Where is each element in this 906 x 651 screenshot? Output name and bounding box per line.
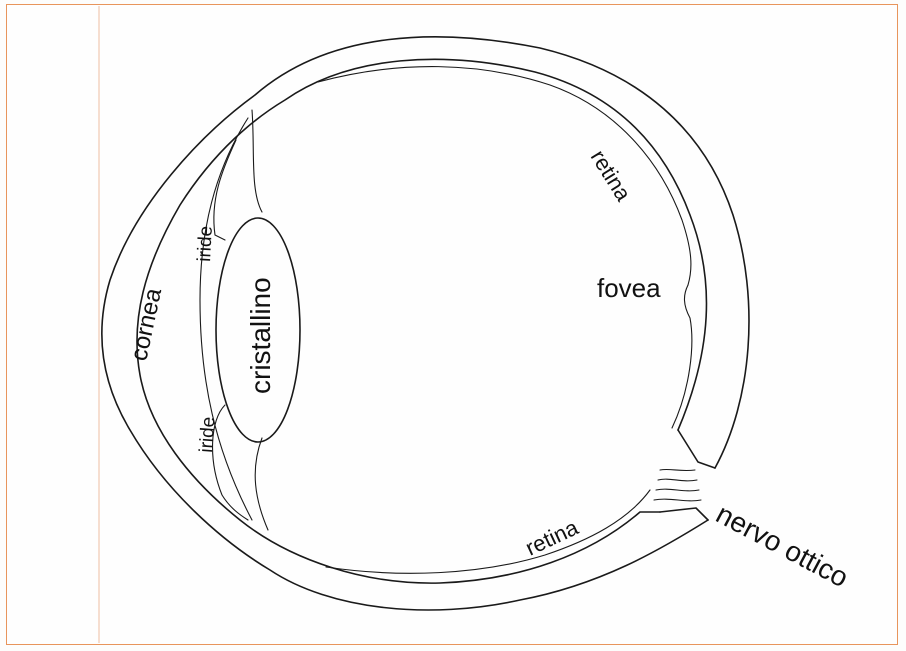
optic-nerve-fiber-2 [658,479,697,481]
label-iride-bottom: iride [196,416,219,453]
label-iride-top: iride [194,225,217,262]
label-nervo-ottico: nervo ottico [711,498,853,593]
optic-nerve-sheath-bottom [660,508,708,520]
optic-nerve-sheath-top [678,430,715,468]
retina-layer-bottom [326,490,650,573]
label-cornea: cornea [125,285,167,363]
ciliary-line-bottom [255,438,268,530]
label-cristallino: cristallino [245,277,276,394]
optic-nerve-fiber-3 [656,489,699,491]
optic-nerve-fiber-4 [654,499,701,501]
eye-inner-wall [137,59,707,583]
label-retina-top: retina [586,145,637,206]
ciliary-line-top [252,110,262,212]
retina-layer-top [318,67,691,285]
retina-layer-middle [672,285,692,428]
eye-outer-wall [102,37,749,610]
label-fovea: fovea [597,273,661,303]
optic-nerve-fiber-1 [660,469,695,470]
